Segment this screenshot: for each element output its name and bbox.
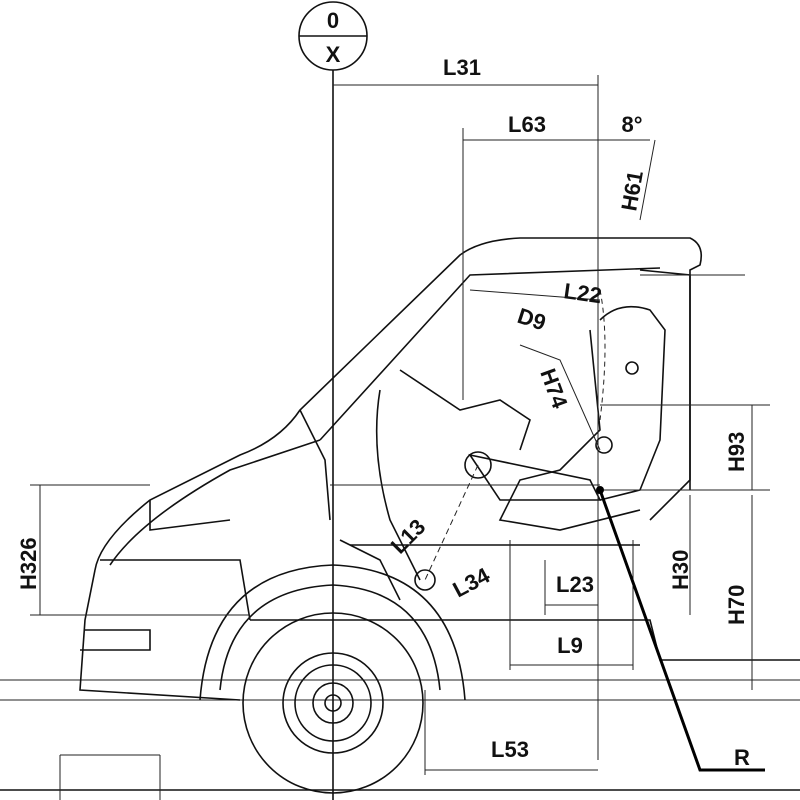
label-l53: L53 [491, 737, 529, 762]
dimension-lines [30, 75, 770, 775]
label-l63: L63 [508, 112, 546, 137]
label-8-degrees: 8° [621, 112, 642, 137]
vehicle-body [79, 237, 800, 701]
label-h326: H326 [16, 537, 41, 590]
label-h74: H74 [535, 365, 573, 412]
label-l9: L9 [557, 633, 583, 658]
label-h61: H61 [616, 169, 648, 213]
label-l23: L23 [556, 572, 594, 597]
reference-marker-0-x: 0 X [298, 1, 368, 800]
reference-bottom-label: X [326, 42, 341, 67]
label-l22: L22 [562, 278, 603, 308]
ground-lines [0, 679, 800, 800]
label-l13: L13 [386, 514, 430, 558]
r-leader-line [596, 486, 765, 772]
label-h70: H70 [724, 585, 749, 625]
label-h30: H30 [668, 550, 693, 590]
label-h93: H93 [724, 432, 749, 472]
dimension-labels: L31 L63 8° H61 L22 D9 H74 H93 H326 L13 L… [16, 55, 750, 770]
label-l34: L34 [449, 562, 495, 602]
label-r: R [734, 745, 750, 770]
label-d9: D9 [514, 303, 548, 335]
label-l31: L31 [443, 55, 481, 80]
seat-and-driver [339, 289, 666, 601]
reference-top-label: 0 [327, 8, 339, 33]
